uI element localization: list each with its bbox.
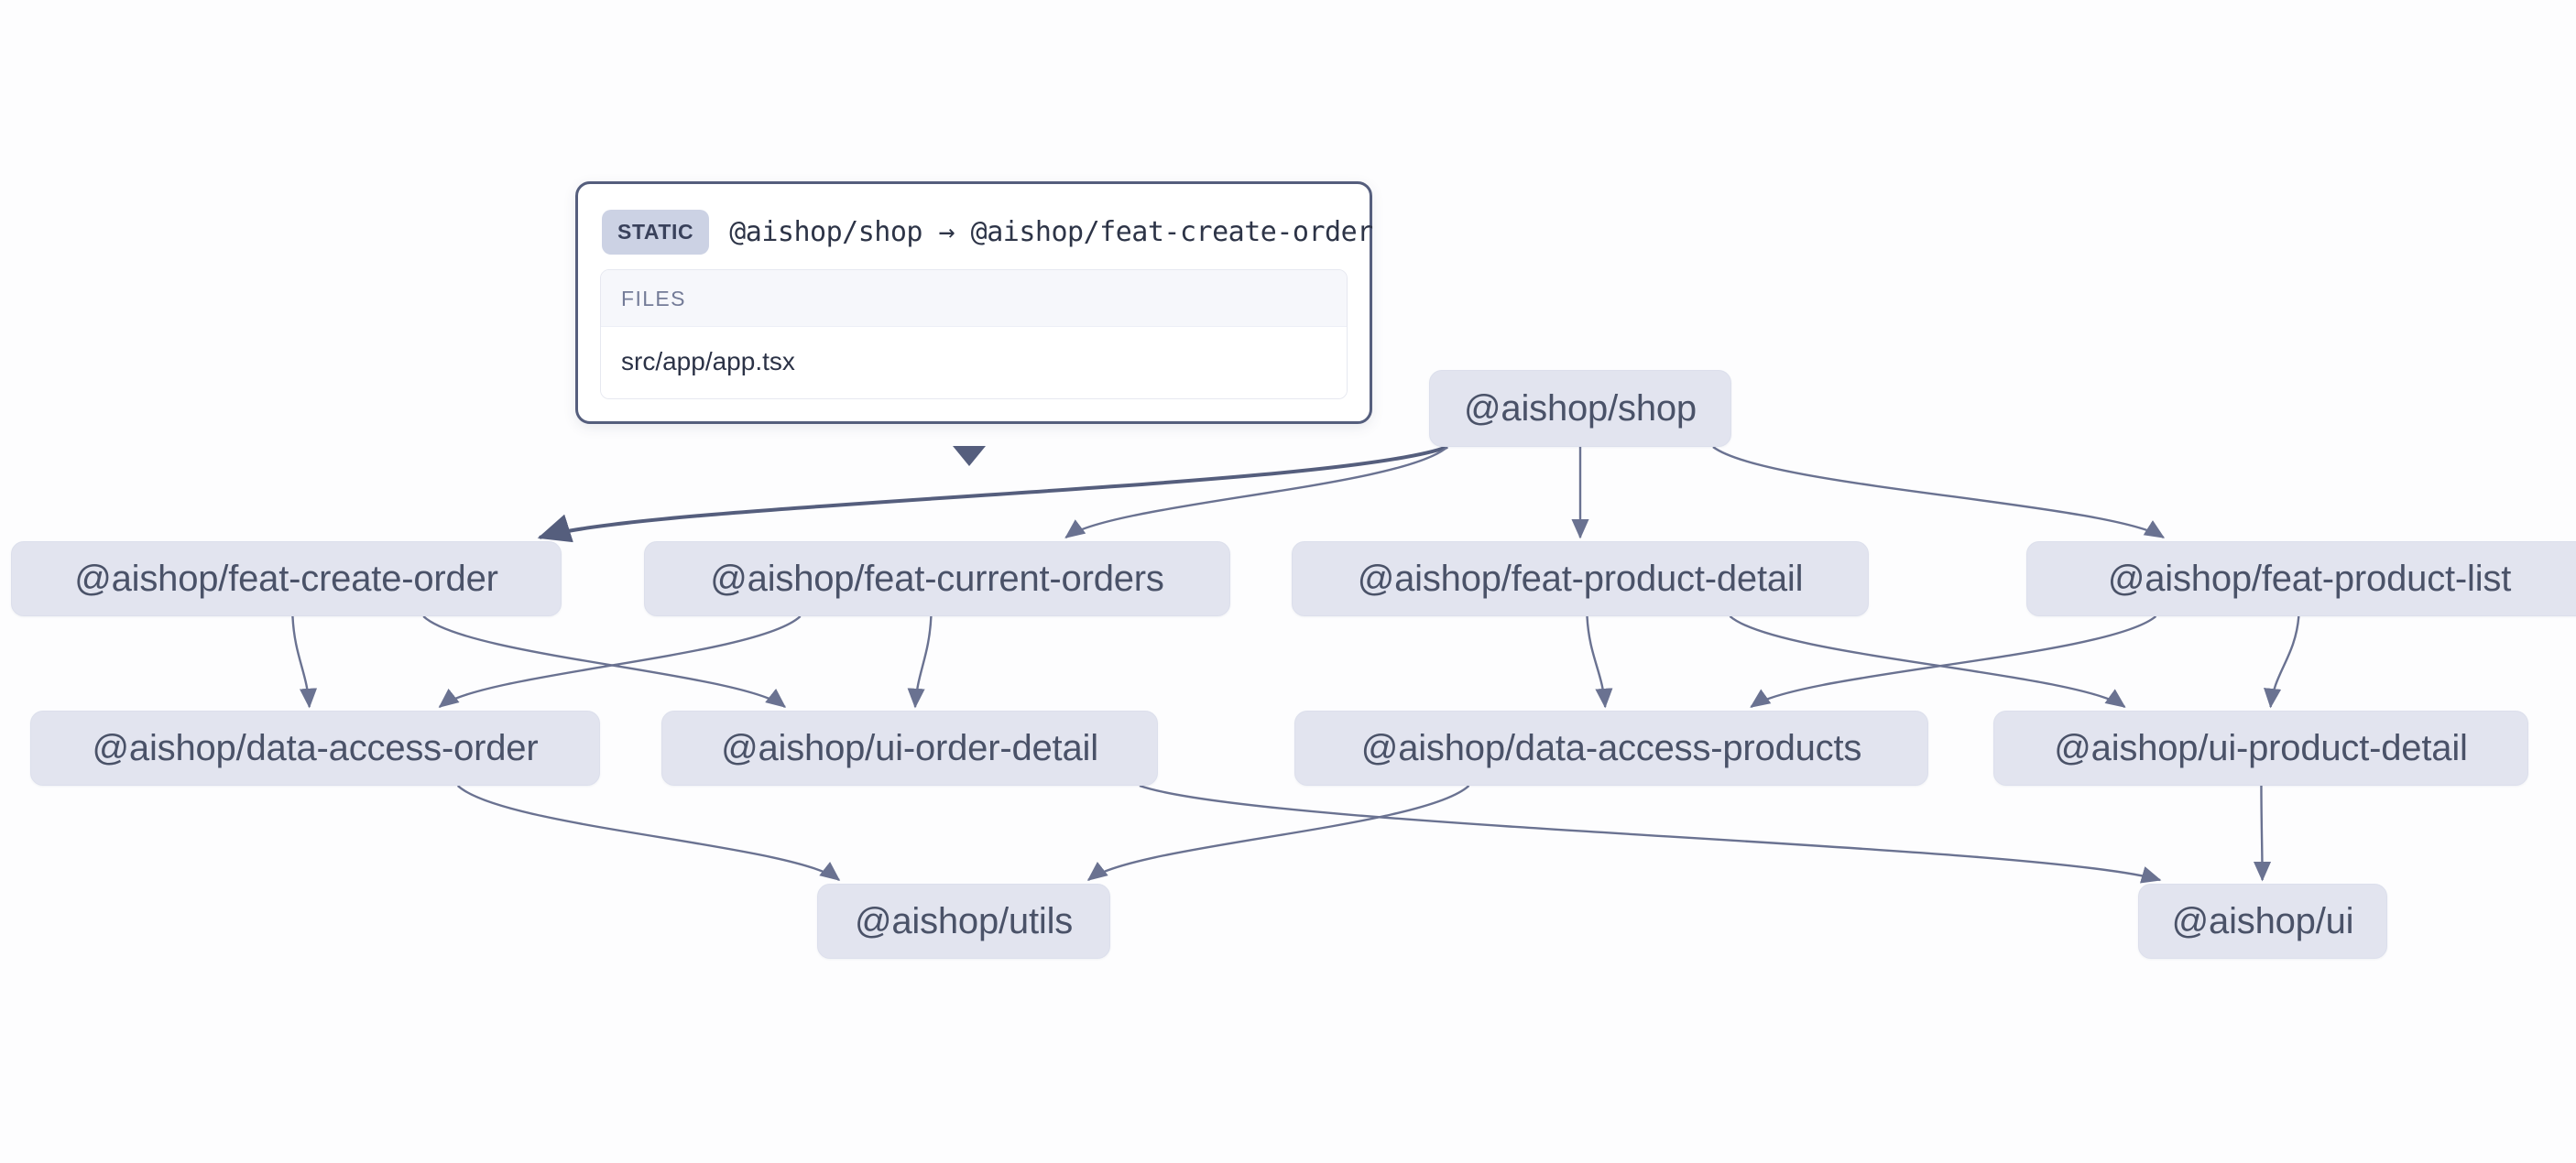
files-header: FILES (601, 270, 1347, 327)
graph-node-shop[interactable]: @aishop/shop (1429, 370, 1731, 447)
graph-node-label: @aishop/data-access-order (92, 728, 539, 768)
dependency-detail-tooltip[interactable]: STATIC @aishop/shop → @aishop/feat-creat… (575, 181, 1373, 424)
graph-node-label: @aishop/ui (2171, 901, 2354, 941)
dependency-title: @aishop/shop → @aishop/feat-create-order (729, 216, 1373, 248)
graph-node-data-access-order[interactable]: @aishop/data-access-order (30, 711, 600, 786)
graph-edge-ui-order-detail-to-ui[interactable] (1139, 784, 2162, 884)
graph-node-ui-order-detail[interactable]: @aishop/ui-order-detail (661, 711, 1158, 786)
graph-node-feat-current-orders[interactable]: @aishop/feat-current-orders (644, 541, 1230, 616)
tooltip-header: STATIC @aishop/shop → @aishop/feat-creat… (600, 204, 1373, 269)
graph-edge-feat-current-orders-to-ui-order-detail[interactable] (907, 615, 933, 709)
graph-edge-shop-to-feat-create-order[interactable] (537, 445, 1448, 543)
graph-node-label: @aishop/shop (1464, 388, 1697, 429)
graph-edge-data-access-products-to-utils[interactable] (1086, 785, 1470, 881)
graph-edge-feat-product-list-to-data-access-products[interactable] (1750, 615, 2157, 708)
graph-edge-feat-current-orders-to-data-access-order[interactable] (438, 615, 802, 708)
files-panel: FILES src/app/app.tsx (600, 269, 1348, 399)
graph-node-label: @aishop/feat-current-orders (710, 559, 1164, 599)
graph-node-label: @aishop/data-access-products (1360, 728, 1862, 768)
graph-edge-feat-product-detail-to-ui-product-detail[interactable] (1729, 615, 2126, 708)
graph-edge-feat-product-detail-to-data-access-products[interactable] (1586, 615, 1613, 709)
graph-edge-ui-product-detail-to-ui[interactable] (2253, 785, 2272, 882)
graph-node-data-access-products[interactable]: @aishop/data-access-products (1294, 711, 1928, 786)
graph-node-feat-create-order[interactable]: @aishop/feat-create-order (11, 541, 562, 616)
tooltip-pointer (953, 446, 986, 466)
graph-edge-feat-product-list-to-ui-product-detail[interactable] (2264, 615, 2300, 709)
graph-edge-feat-create-order-to-data-access-order[interactable] (291, 615, 318, 709)
graph-edge-shop-to-feat-product-list[interactable] (1712, 446, 2166, 539)
graph-node-feat-product-list[interactable]: @aishop/feat-product-list (2026, 541, 2576, 616)
static-badge: STATIC (602, 210, 710, 255)
graph-node-label: @aishop/utils (854, 901, 1074, 941)
graph-node-ui-product-detail[interactable]: @aishop/ui-product-detail (1993, 711, 2528, 786)
file-row[interactable]: src/app/app.tsx (601, 327, 1347, 398)
graph-node-label: @aishop/feat-product-detail (1357, 559, 1804, 599)
graph-node-label: @aishop/feat-product-list (2107, 559, 2512, 599)
files-list: src/app/app.tsx (601, 327, 1347, 398)
graph-node-utils[interactable]: @aishop/utils (817, 884, 1110, 959)
graph-edge-feat-create-order-to-ui-order-detail[interactable] (422, 615, 787, 708)
graph-edge-data-access-order-to-utils[interactable] (456, 785, 841, 881)
graph-edge-shop-to-feat-current-orders[interactable] (1064, 446, 1448, 538)
graph-node-label: @aishop/feat-create-order (74, 559, 498, 599)
graph-node-label: @aishop/ui-order-detail (721, 728, 1098, 768)
graph-node-feat-product-detail[interactable]: @aishop/feat-product-detail (1292, 541, 1869, 616)
graph-node-ui[interactable]: @aishop/ui (2138, 884, 2387, 959)
graph-node-label: @aishop/ui-product-detail (2054, 728, 2468, 768)
